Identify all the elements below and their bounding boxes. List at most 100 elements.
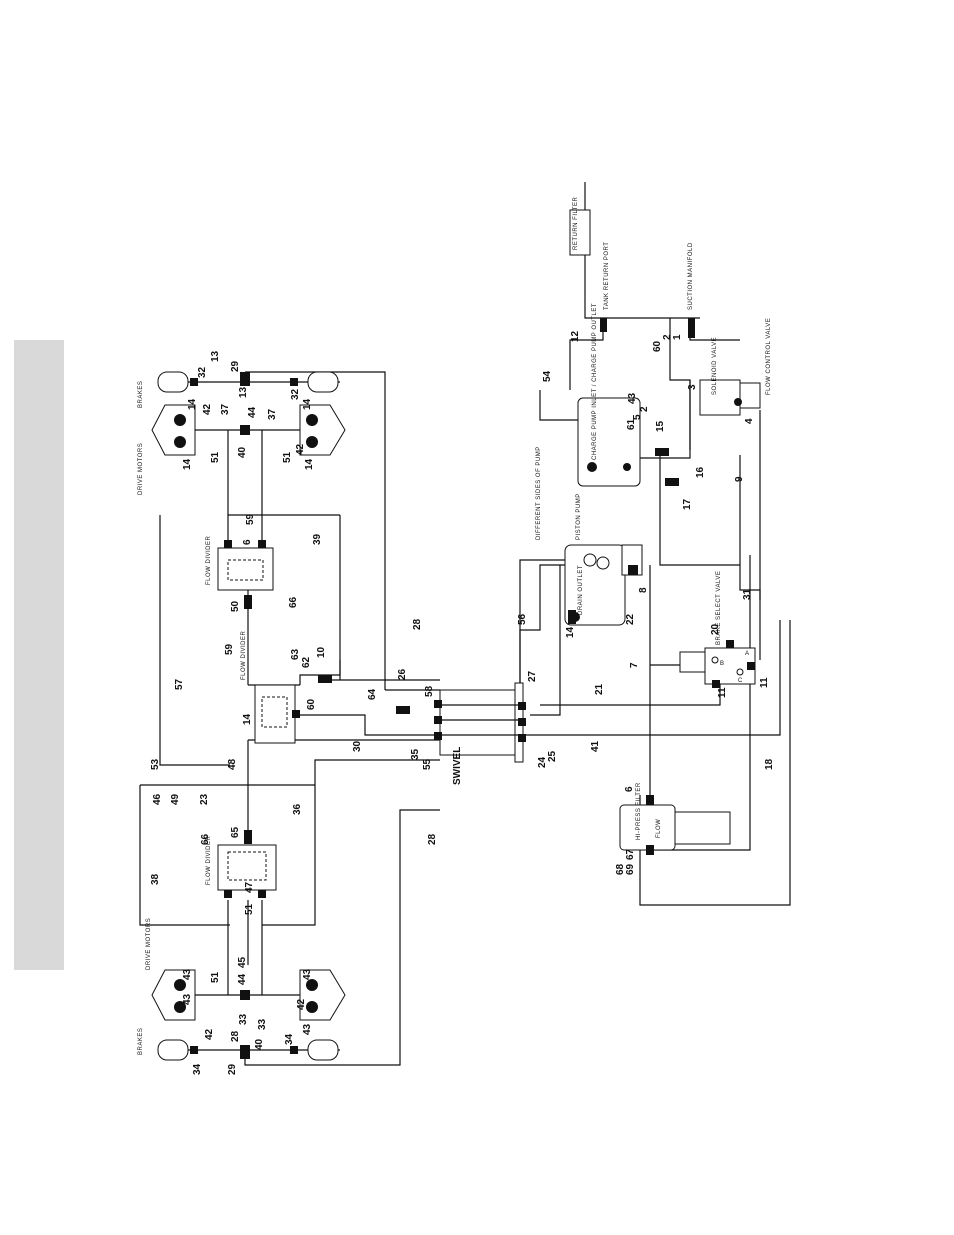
svg-text:28: 28 (412, 618, 423, 630)
svg-text:14: 14 (304, 458, 315, 470)
svg-text:13: 13 (210, 350, 221, 362)
svg-text:53: 53 (150, 758, 161, 770)
svg-text:59: 59 (245, 513, 256, 525)
brakes-top-label: BRAKES (138, 381, 144, 408)
svg-text:33: 33 (238, 1013, 249, 1025)
svg-text:43: 43 (302, 1023, 313, 1035)
svg-text:51: 51 (210, 451, 221, 463)
svg-text:66: 66 (288, 596, 299, 608)
svg-text:FLOW DIVIDER: FLOW DIVIDER (206, 535, 212, 585)
svg-text:51: 51 (282, 451, 293, 463)
fittings (190, 318, 755, 1059)
svg-text:A: A (745, 651, 750, 657)
svg-text:9: 9 (734, 476, 745, 482)
svg-text:14: 14 (182, 458, 193, 470)
svg-text:51: 51 (244, 903, 255, 915)
svg-text:44: 44 (237, 973, 248, 985)
svg-text:64: 64 (367, 688, 378, 700)
svg-text:66: 66 (200, 833, 211, 845)
svg-text:32: 32 (290, 388, 301, 400)
svg-text:45: 45 (237, 956, 248, 968)
return-filter: RETURN FILTER (569, 196, 591, 256)
hi-press-filter: HI-PRESS FILTER FLOW (619, 782, 731, 851)
svg-text:5: 5 (632, 414, 643, 420)
svg-text:29: 29 (230, 360, 241, 372)
svg-text:BRAKE SELECT VALVE: BRAKE SELECT VALVE (716, 571, 722, 645)
svg-text:62: 62 (301, 656, 312, 668)
svg-text:37: 37 (220, 403, 231, 415)
svg-text:36: 36 (292, 803, 303, 815)
svg-text:6: 6 (624, 786, 635, 792)
flow-divider-mid: FLOW DIVIDER (241, 630, 296, 744)
svg-text:22: 22 (625, 613, 636, 625)
hydraulic-lines (139, 182, 791, 1066)
svg-text:10: 10 (316, 646, 327, 658)
svg-text:30: 30 (352, 740, 363, 752)
svg-text:58: 58 (424, 685, 435, 697)
svg-text:61: 61 (626, 418, 637, 430)
svg-text:11: 11 (759, 677, 770, 688)
svg-text:57: 57 (174, 678, 185, 690)
svg-text:65: 65 (230, 826, 241, 838)
brake-select-valve: B A C BRAKE SELECT VALVE (679, 571, 756, 685)
svg-text:59: 59 (224, 643, 235, 655)
svg-text:42: 42 (295, 443, 306, 455)
svg-text:15: 15 (655, 420, 666, 432)
solenoid-valve: SOLENOID VALVE FLOW CONTROL VALVE (699, 318, 772, 416)
svg-text:PISTON PUMP: PISTON PUMP (576, 493, 582, 540)
svg-text:14: 14 (242, 713, 253, 725)
drive-motor-bottom-left (151, 969, 196, 1021)
brake-bottom-right (307, 1039, 339, 1061)
svg-text:1: 1 (672, 334, 683, 340)
svg-text:25: 25 (547, 750, 558, 762)
svg-text:CHARGE PUMP INLET / CHARGE PUM: CHARGE PUMP INLET / CHARGE PUMP OUTLET (592, 303, 598, 460)
svg-text:14: 14 (302, 398, 313, 410)
svg-text:11: 11 (717, 687, 728, 698)
swivel: SWIVEL (439, 682, 524, 785)
svg-text:2: 2 (639, 406, 650, 412)
svg-text:32: 32 (197, 366, 208, 378)
svg-text:B: B (720, 661, 725, 667)
svg-text:2: 2 (662, 334, 673, 340)
drive-motor-bottom-right (299, 969, 346, 1021)
svg-text:C: C (738, 678, 743, 684)
drive-motor-top-right (299, 404, 346, 456)
tank-return-port-label: TANK RETURN PORT (604, 242, 610, 310)
svg-text:7: 7 (629, 662, 640, 668)
svg-text:FLOW: FLOW (656, 819, 662, 838)
svg-text:14: 14 (565, 626, 576, 638)
svg-text:35: 35 (410, 748, 421, 760)
svg-text:55: 55 (422, 758, 433, 770)
svg-text:51: 51 (210, 971, 221, 983)
svg-text:43: 43 (182, 993, 193, 1005)
svg-text:20: 20 (710, 623, 721, 635)
different-sides-label: DIFFERENT SIDES OF PUMP (536, 446, 542, 540)
brakes-bottom-label: BRAKES (138, 1028, 144, 1055)
svg-text:43: 43 (627, 392, 638, 404)
svg-text:29: 29 (227, 1063, 238, 1075)
svg-text:12: 12 (570, 330, 581, 342)
svg-text:39: 39 (312, 533, 323, 545)
svg-text:56: 56 (517, 613, 528, 625)
svg-text:60: 60 (652, 340, 663, 352)
svg-text:8: 8 (638, 587, 649, 593)
svg-text:FLOW CONTROL VALVE: FLOW CONTROL VALVE (766, 318, 772, 395)
svg-text:4: 4 (744, 418, 755, 424)
svg-text:40: 40 (237, 446, 248, 458)
drive-motors-top-label: DRIVE MOTORS (138, 443, 144, 495)
svg-text:44: 44 (247, 406, 258, 418)
drive-motors-bottom-label: DRIVE MOTORS (146, 918, 152, 970)
svg-text:38: 38 (150, 873, 161, 885)
svg-text:48: 48 (227, 758, 238, 770)
svg-text:24: 24 (537, 756, 548, 768)
piston-pump: PISTON PUMP DRAIN OUTLET (564, 493, 643, 626)
flow-divider-top: FLOW DIVIDER (206, 535, 274, 591)
brake-bottom-left (157, 1039, 189, 1061)
svg-text:42: 42 (204, 1028, 215, 1040)
svg-text:49: 49 (170, 793, 181, 805)
svg-text:FLOW DIVIDER: FLOW DIVIDER (241, 630, 247, 680)
svg-text:50: 50 (230, 600, 241, 612)
svg-text:6: 6 (242, 539, 253, 545)
svg-text:42: 42 (202, 403, 213, 415)
